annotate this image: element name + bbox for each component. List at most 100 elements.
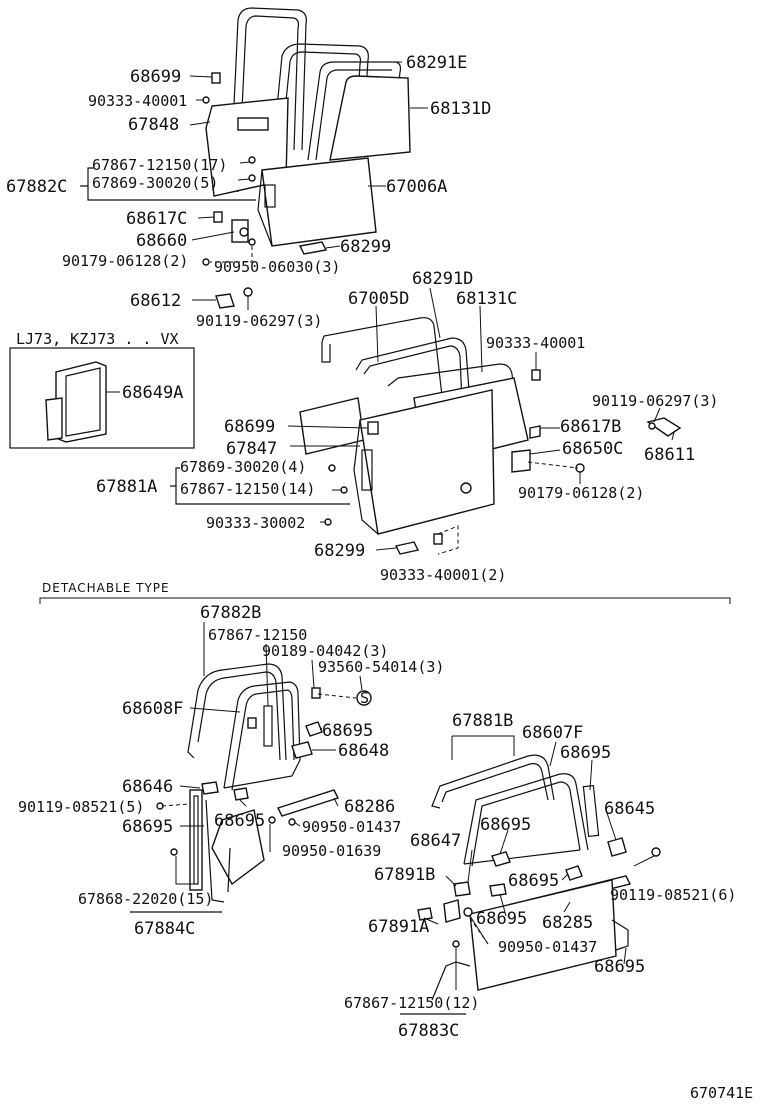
door-body-middle xyxy=(359,389,495,535)
label-68612: 68612 xyxy=(130,291,181,311)
door-frame-weatherstrip-inner xyxy=(237,15,300,193)
screw-90189 xyxy=(311,687,321,699)
latch-68648 xyxy=(291,741,313,759)
label-68608F: 68608F xyxy=(122,699,183,719)
nut-93560 xyxy=(356,690,372,706)
dash-lead-right xyxy=(469,917,489,945)
dash-lead-hinge xyxy=(527,461,579,469)
label-67867-12150-17: 67867-12150(17) xyxy=(92,156,227,174)
weatherstrip-67881B-end xyxy=(431,795,441,809)
strip-67884C xyxy=(205,799,225,903)
label-68660: 68660 xyxy=(136,231,187,251)
door-handle-pocket xyxy=(237,117,269,131)
label-68131C: 68131C xyxy=(456,289,517,309)
label-90950-06030-3: 90950-06030(3) xyxy=(214,258,340,276)
frame-68608F-inner xyxy=(231,689,295,791)
bracket-68695-f xyxy=(489,883,507,897)
label-90950-01437-b: 90950-01437 xyxy=(498,938,597,956)
bolt-90119-08521-6 xyxy=(651,847,661,857)
label-67882B: 67882B xyxy=(200,603,261,623)
clip-68608F xyxy=(247,717,257,729)
label-68299-a: 68299 xyxy=(340,237,391,257)
label-67884C: 67884C xyxy=(134,919,195,939)
glass-run-68131C xyxy=(387,363,521,441)
bracket-68695-e xyxy=(565,865,583,881)
label-67867-12150-12: 67867-12150(12) xyxy=(344,994,479,1012)
label-68695-h: 68695 xyxy=(594,957,645,977)
weatherstrip-end xyxy=(187,739,195,759)
label-67867-12150-14: 67867-12150(14) xyxy=(180,480,315,498)
label-68650C: 68650C xyxy=(562,439,623,459)
label-68645: 68645 xyxy=(604,799,655,819)
label-68617C: 68617C xyxy=(126,209,187,229)
inset-caption: LJ73, KZJ73 . . VX xyxy=(16,330,179,348)
door-lower-left-edge xyxy=(227,847,231,893)
label-67848: 67848 xyxy=(128,115,179,135)
label-67891B: 67891B xyxy=(374,865,435,885)
label-67881B: 67881B xyxy=(452,711,513,731)
clip-67867-12150-12 xyxy=(452,940,460,948)
bracket-68695-d xyxy=(491,851,511,867)
door-panel-edge xyxy=(257,169,273,247)
label-68695-d: 68695 xyxy=(560,743,611,763)
bracket-68695-b xyxy=(201,781,219,795)
label-90119-08521-5: 90119-08521(5) xyxy=(18,798,144,816)
frame-68607F-inner xyxy=(471,781,581,867)
label-68649A: 68649A xyxy=(122,383,183,403)
label-68695-b: 68695 xyxy=(122,817,173,837)
clip-67869-top xyxy=(248,174,256,182)
guide-67891B xyxy=(453,881,471,897)
part-labels: 68699 90333-40001 67848 67867-12150(17) … xyxy=(6,53,753,1102)
label-67005D: 67005D xyxy=(348,289,409,309)
sheet-code: 670741E xyxy=(690,1084,753,1102)
label-90950-01639: 90950-01639 xyxy=(282,842,381,860)
label-68695-a: 68695 xyxy=(322,721,373,741)
frame-68291D xyxy=(355,337,471,405)
left-detachable-assembly: S xyxy=(156,663,372,903)
weatherstrip-67005D-top xyxy=(321,317,443,397)
label-67881A: 67881A xyxy=(96,477,157,497)
channel-67867 xyxy=(263,705,273,747)
bolt-90950-01437 xyxy=(288,818,296,826)
label-90119-08521-6: 90119-08521(6) xyxy=(610,886,736,904)
guide-67891A xyxy=(417,907,433,921)
bolt-90950-01639 xyxy=(268,816,276,824)
label-67891A: 67891A xyxy=(368,917,429,937)
left-detachable-leaders xyxy=(130,622,363,913)
door-lower-right xyxy=(469,879,617,991)
frame-68607F xyxy=(463,773,589,865)
label-67883C: 67883C xyxy=(398,1021,459,1041)
clip-90333-mid-bottom xyxy=(433,533,443,545)
lock-68612 xyxy=(215,293,235,309)
label-68286: 68286 xyxy=(344,797,395,817)
strip-67883C xyxy=(431,961,471,1001)
weatherstrip-67882B-inner xyxy=(197,671,281,761)
label-68695-g: 68695 xyxy=(476,909,527,929)
upper-leaders xyxy=(80,61,428,249)
glass-run-channel-inner xyxy=(279,51,362,161)
bolt-90119-mid xyxy=(243,287,253,297)
hinge-bolt xyxy=(239,227,249,237)
window-frame-68291E-inner xyxy=(315,69,392,161)
detachable-caption: DETACHABLE TYPE xyxy=(42,581,170,595)
label-68648: 68648 xyxy=(338,741,389,761)
label-67869-30020-4: 67869-30020(4) xyxy=(180,458,306,476)
label-68699-a: 68699 xyxy=(130,67,181,87)
label-90119-06297-3-a: 90119-06297(3) xyxy=(196,312,322,330)
inset-lj73 xyxy=(9,347,195,449)
label-68699-b: 68699 xyxy=(224,417,275,437)
weatherstrip-67881B-inner xyxy=(441,763,549,803)
label-68646: 68646 xyxy=(122,777,173,797)
label-68131D: 68131D xyxy=(430,99,491,119)
label-68647: 68647 xyxy=(410,831,461,851)
label-67006A: 67006A xyxy=(386,177,447,197)
bracket-68647 xyxy=(443,899,461,923)
label-90333-30002: 90333-30002 xyxy=(206,514,305,532)
glass-run-channel xyxy=(271,43,369,161)
bracket-68645 xyxy=(607,837,627,857)
striker-68611 xyxy=(646,417,682,437)
label-67882C: 67882C xyxy=(6,177,67,197)
label-68695-f: 68695 xyxy=(508,871,559,891)
weatherstrip-hook xyxy=(321,342,331,363)
